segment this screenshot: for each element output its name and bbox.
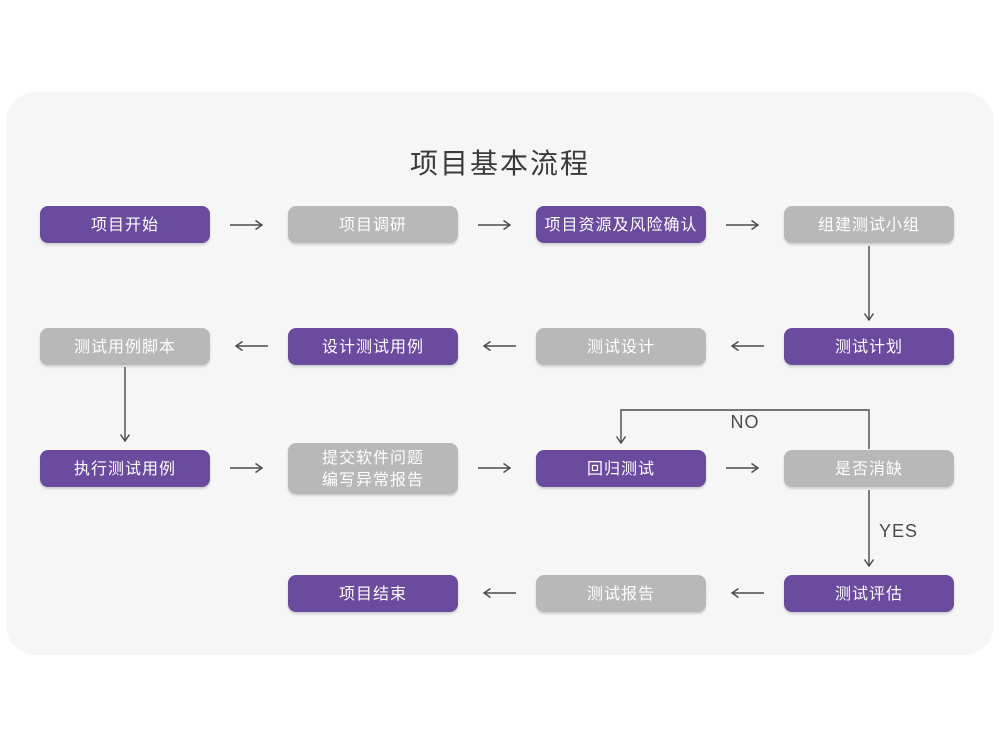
node-test-report: 测试报告 xyxy=(536,575,706,612)
node-submit-issue-report: 提交软件问题 编写异常报告 xyxy=(288,443,458,494)
node-resource-risk-confirm: 项目资源及风险确认 xyxy=(536,206,706,243)
node-test-case-script: 测试用例脚本 xyxy=(40,328,210,365)
node-test-plan: 测试计划 xyxy=(784,328,954,365)
node-test-evaluation: 测试评估 xyxy=(784,575,954,612)
yes-label: YES xyxy=(879,521,919,541)
node-project-research: 项目调研 xyxy=(288,206,458,243)
node-build-test-team: 组建测试小组 xyxy=(784,206,954,243)
node-project-end: 项目结束 xyxy=(288,575,458,612)
flowchart-panel xyxy=(6,92,994,655)
flowchart-title: 项目基本流程 xyxy=(409,147,590,180)
node-test-design: 测试设计 xyxy=(536,328,706,365)
node-project-start: 项目开始 xyxy=(40,206,210,243)
node-defect-cleared-decision: 是否消缺 xyxy=(784,450,954,487)
node-execute-test-cases: 执行测试用例 xyxy=(40,450,210,487)
node-regression-test: 回归测试 xyxy=(536,450,706,487)
no-label: NO xyxy=(730,412,760,432)
node-design-test-cases: 设计测试用例 xyxy=(288,328,458,365)
